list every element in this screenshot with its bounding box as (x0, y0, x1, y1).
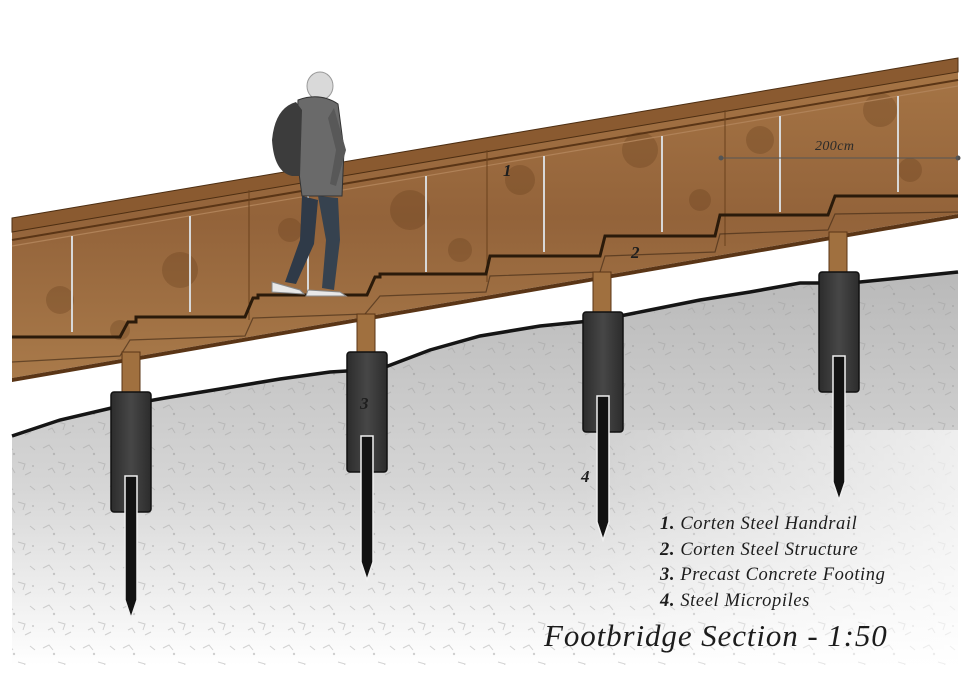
legend-item: 1. Corten Steel Handrail (660, 512, 960, 538)
support-columns (121, 231, 848, 395)
legend-item: 4. Steel Micropiles (660, 589, 960, 615)
legend-label: Corten Steel Structure (680, 539, 859, 560)
legend: 1. Corten Steel Handrail 2. Corten Steel… (660, 512, 960, 614)
drawing-title: Footbridge Section - 1:50 (544, 618, 888, 653)
callout-1: 1 (503, 161, 512, 180)
handrail-posts (71, 96, 899, 332)
legend-number: 2. (660, 539, 676, 560)
callout-2: 2 (631, 243, 640, 262)
pedestrian-figure (271, 71, 348, 297)
legend-label: Precast Concrete Footing (680, 565, 886, 585)
legend-label: Corten Steel Handrail (680, 514, 858, 534)
legend-item: 2. Corten Steel Structure (660, 538, 960, 564)
micropiles (124, 355, 846, 621)
concrete-footings (110, 271, 860, 513)
stair-underside (11, 211, 959, 363)
callout-3: 3 (360, 394, 369, 413)
handrail-rail (11, 79, 959, 241)
callout-4: 4 (581, 467, 590, 486)
legend-label: Steel Micropiles (680, 590, 810, 611)
legend-item: 3. Precast Concrete Footing (660, 563, 960, 589)
handrail-rail-highlight (11, 85, 959, 247)
ground-fade (12, 430, 958, 665)
girder-bottom-edge (12, 214, 958, 382)
ground-line (11, 270, 959, 438)
panel-joints (248, 110, 726, 320)
dimension-line (718, 155, 961, 161)
dimension-label: 200cm (815, 139, 855, 154)
legend-number: 3. (660, 565, 676, 585)
stair-treads (12, 194, 958, 339)
legend-number: 4. (660, 590, 676, 611)
handrail-cap (11, 57, 959, 233)
legend-number: 1. (660, 514, 676, 534)
